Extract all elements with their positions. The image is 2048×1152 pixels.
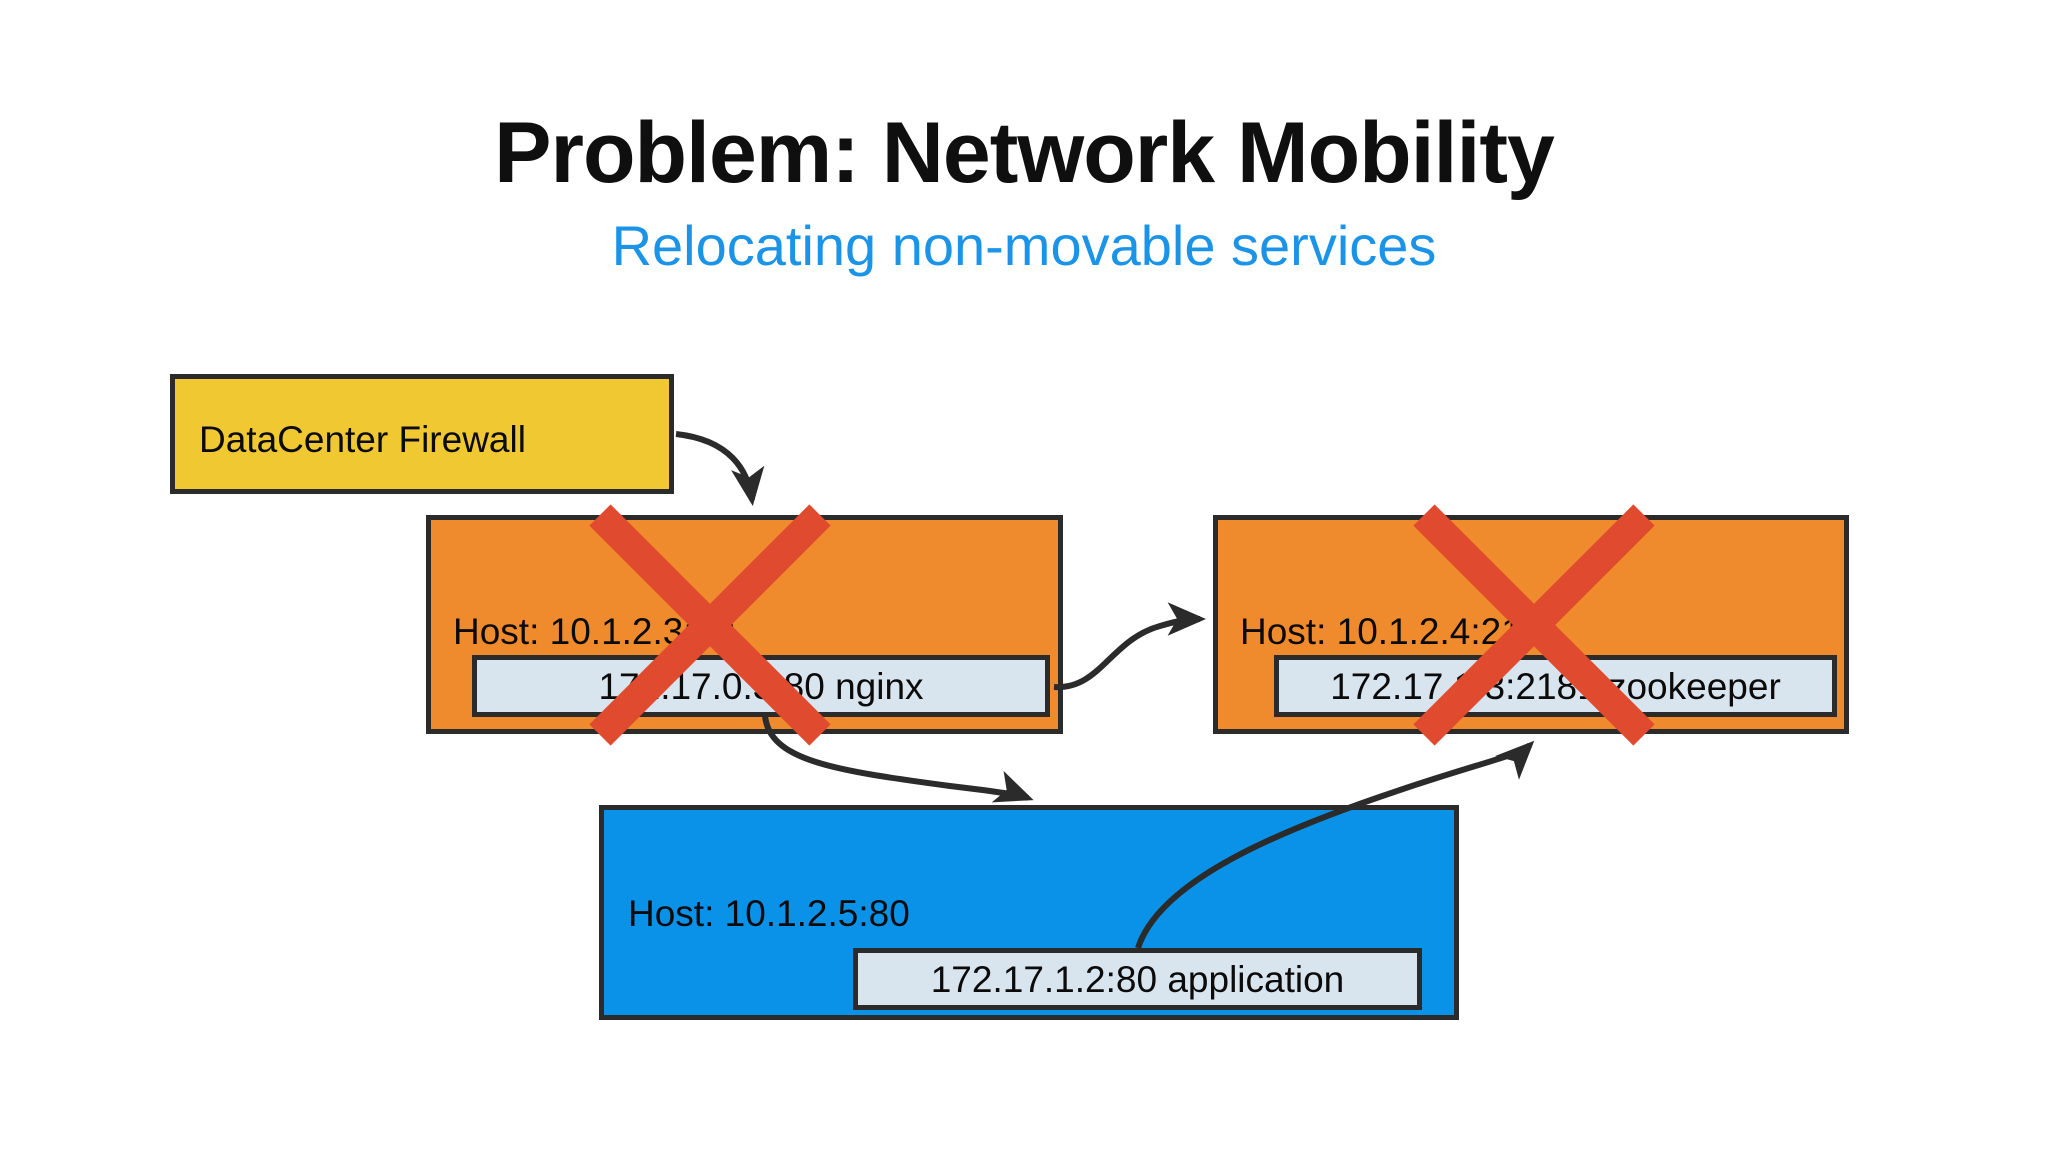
page-subtitle: Relocating non-movable services (611, 214, 1437, 277)
node-label-host-zookeeper: Host: 10.1.2.4:2181 (1240, 611, 1563, 652)
connector-firewall-to-nginx-host (675, 431, 765, 506)
node-label-datacenter-firewall: DataCenter Firewall (199, 419, 526, 460)
node-label-host-nginx: Host: 10.1.2.3:80 (453, 611, 735, 652)
container-box-application: 172.17.1.2:80 application (853, 948, 1422, 1010)
container-box-zookeeper: 172.17.1.3:2181 zookeeper (1274, 655, 1837, 717)
container-label-nginx: 172.17.0.3:80 nginx (598, 665, 924, 707)
connector-nginx-to-zookeeper-host (1053, 602, 1206, 691)
slide-footer: MEDALLIA Medallia © Copyright 2016.. 10 (0, 1032, 2048, 1152)
container-label-application: 172.17.1.2:80 application (930, 958, 1345, 1000)
page-title: Problem: Network Mobility (494, 105, 1555, 201)
container-label-zookeeper: 172.17.1.3:2181 zookeeper (1330, 665, 1781, 707)
node-label-host-application: Host: 10.1.2.5:80 (628, 893, 910, 934)
node-datacenter-firewall: DataCenter Firewall (170, 374, 674, 494)
container-box-nginx: 172.17.0.3:80 nginx (472, 655, 1050, 717)
